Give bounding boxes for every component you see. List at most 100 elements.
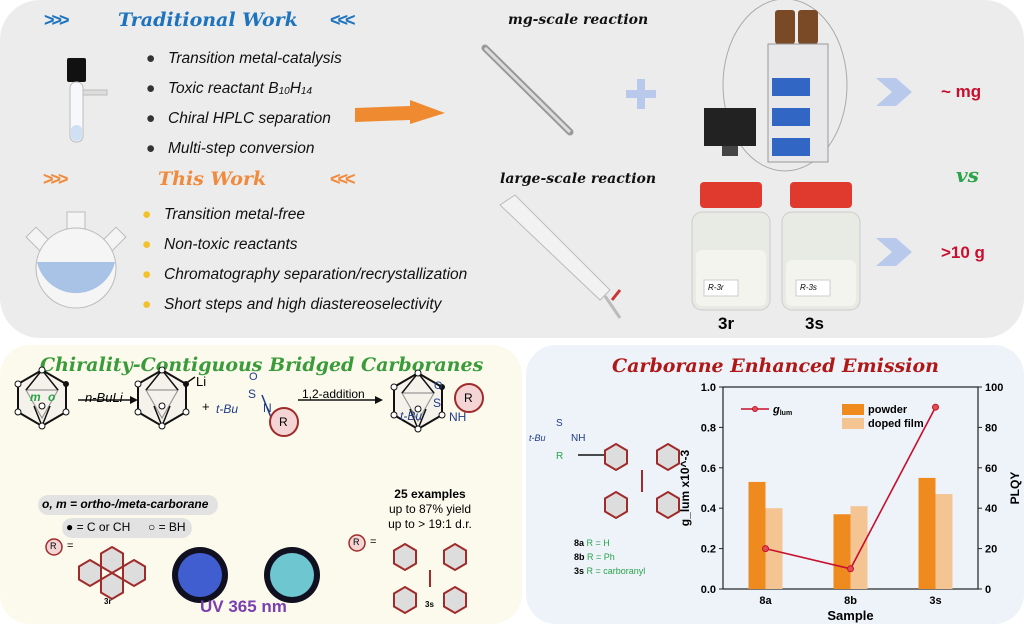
point-glum (847, 565, 854, 573)
x-tick-label: 3s (929, 595, 941, 607)
point-glum (762, 545, 769, 553)
this-work-list: ●Transition metal-free ●Non-toxic reacta… (142, 200, 467, 320)
lightbulb-icon: ● (142, 236, 152, 253)
mg-scale-label: mg-scale reaction (508, 12, 649, 28)
bar-doped-film (765, 508, 783, 589)
cage-m-label: m (30, 390, 41, 404)
vs-label: vs (956, 163, 979, 187)
tbu-label: t-Bu (529, 433, 546, 443)
list-item: ●Transition metal-catalysis (146, 50, 342, 67)
r-label: R (50, 541, 57, 551)
x-tick-label: 8a (759, 595, 772, 607)
list-item: ●Chiral HPLC separation (146, 110, 331, 127)
hplc-instrument-icon (704, 0, 848, 172)
y2-tick-label: 40 (985, 503, 997, 515)
o-label: O (249, 371, 258, 383)
arrows-right: <<< (330, 169, 355, 189)
reagent-label: n-BuLi (85, 390, 123, 405)
bar-doped-film (935, 494, 953, 589)
bar-powder (918, 477, 936, 589)
legend-label: doped film (868, 418, 924, 430)
s-label: S (433, 396, 442, 410)
dark-bulb-icon: ● (146, 140, 156, 157)
uv-label: UV 365 nm (200, 597, 287, 616)
compound-3s: 3s R = carboranyl (574, 566, 646, 576)
plus-label: + (202, 399, 210, 414)
x-axis-label: Sample (827, 608, 873, 623)
y2-tick-label: 0 (985, 584, 991, 596)
separatory-funnel-icon (499, 194, 622, 319)
lithiated-carborane-icon (134, 366, 190, 430)
dark-bulb-icon: ● (146, 80, 156, 97)
y-tick-label: 0.2 (701, 544, 716, 556)
r-label: R (464, 391, 473, 405)
bottle-3r-icon (691, 182, 771, 311)
emission-title: Carborane Enhanced Emission (612, 355, 939, 377)
bottle-tag: R-3s (800, 283, 817, 292)
tpe-compound-structure (578, 443, 680, 519)
list-item: ●Transition metal-free (142, 206, 305, 223)
bar-powder (833, 514, 851, 589)
y2-tick-label: 80 (985, 422, 997, 434)
label-3r: 3r (104, 597, 112, 606)
synthesis-title: Chirality-Contiguous Bridged Carboranes (40, 354, 484, 376)
mg-result: ~ mg (941, 82, 982, 101)
bottle-tag: R-3r (708, 283, 724, 292)
chevron-right-icon (876, 238, 912, 266)
y-tick-label: 0.0 (701, 584, 716, 596)
traditional-work-title: Traditional Work (118, 9, 298, 31)
compound-legend: 8a R = H 8b R = Ph 3s R = carboranyl (574, 536, 645, 578)
label-3s: 3s (425, 600, 434, 609)
label-3r: 3r (718, 314, 735, 333)
orange-arrow-icon (355, 100, 445, 124)
bar-powder (748, 481, 766, 589)
tbu-label: t-Bu (216, 402, 239, 416)
plus-icon (626, 79, 656, 109)
c-legend: ● = C or CH (66, 520, 131, 534)
y-tick-label: 1.0 (701, 382, 716, 394)
bottle-3s-icon (781, 182, 861, 311)
s-label: S (556, 418, 563, 429)
bar-doped-film (850, 506, 868, 589)
x-tick-label: 8b (844, 595, 857, 607)
label-3s: 3s (805, 314, 824, 333)
legend-marker-glum (752, 406, 758, 412)
equals-label: = (67, 540, 74, 552)
legend-swatch (842, 404, 864, 415)
point-glum (932, 403, 939, 411)
schlenk-tube-icon (67, 58, 108, 143)
lightbulb-icon: ● (142, 296, 152, 313)
y2-axis-label: PLQY (1008, 472, 1022, 505)
list-item: ●Short steps and high diastereoselectivi… (142, 296, 442, 313)
r-label: R (279, 415, 288, 429)
carborane-legend: o, m = ortho-/meta-carborane (42, 497, 209, 511)
s-label: S (248, 387, 257, 401)
list-item: ●Multi-step conversion (146, 140, 315, 157)
legend-label: powder (868, 404, 908, 416)
pyrene-structure-icon (78, 546, 146, 600)
this-work-title: This Work (158, 168, 267, 190)
legend-label-glum: glum (772, 404, 792, 417)
arrows-left: >>> (44, 10, 69, 30)
synthesis-scheme (14, 366, 484, 614)
list-item: ●Non-toxic reactants (142, 236, 298, 253)
addition-label: 1,2-addition (302, 387, 365, 401)
dark-bulb-icon: ● (146, 110, 156, 127)
equals-label: = (370, 536, 377, 548)
y-tick-label: 0.4 (701, 503, 717, 515)
chromatography-column-icon (481, 44, 574, 136)
arrows-left: >>> (43, 169, 68, 189)
list-item: ●Chromatography separation/recrystalliza… (142, 266, 468, 283)
large-result: >10 g (941, 243, 985, 262)
nh-label: NH (571, 433, 586, 444)
r-group-circle (454, 383, 484, 413)
large-scale-label: large-scale reaction (500, 171, 657, 187)
tetraphenylethylene-structure-icon (393, 543, 467, 614)
r-group-circle (269, 407, 299, 437)
compound-8b: 8b R = Ph (574, 552, 615, 562)
r-label: R (353, 537, 360, 547)
y-tick-label: 0.6 (701, 463, 716, 475)
tbu-label: t-Bu (400, 409, 423, 423)
